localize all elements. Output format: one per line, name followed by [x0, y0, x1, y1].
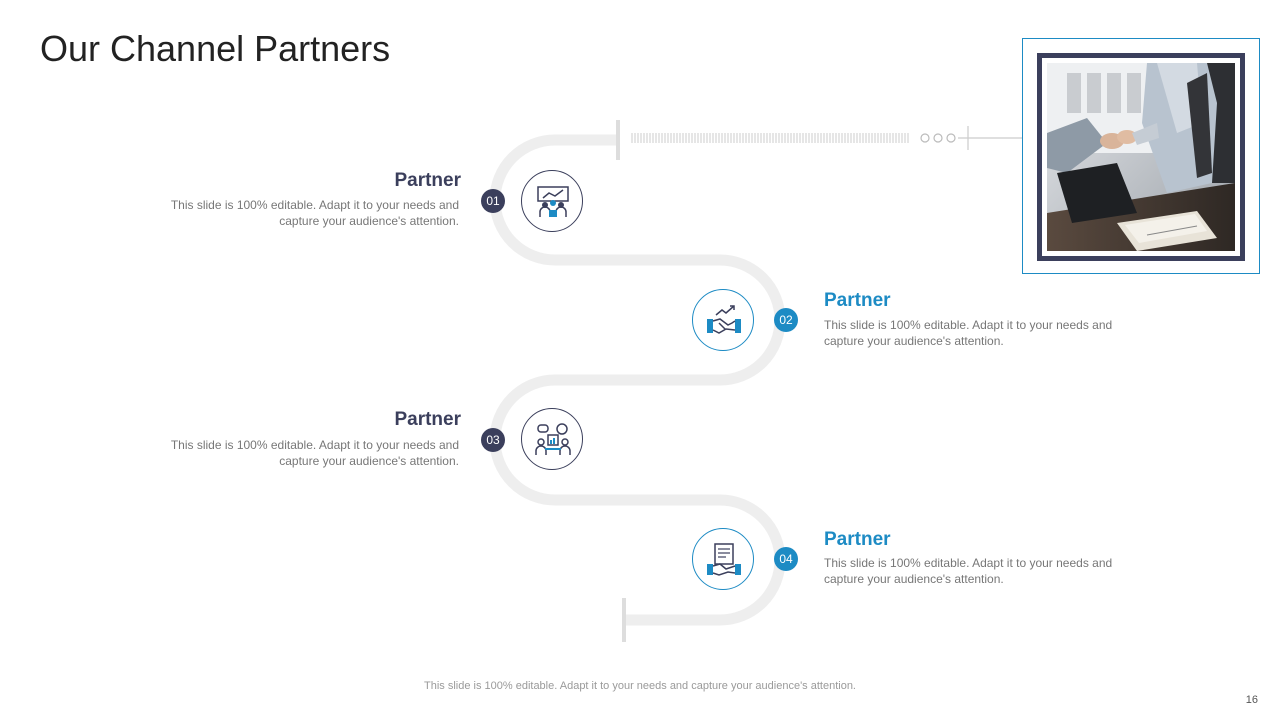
number-badge: 03	[481, 428, 505, 452]
handshake-growth-icon	[707, 305, 741, 334]
partner-title: Partner	[394, 409, 461, 430]
ruler-decoration	[631, 133, 909, 143]
partner-icon-circle	[521, 408, 583, 470]
photo-inner-frame	[1037, 53, 1245, 261]
business-discussion-icon	[535, 423, 571, 455]
team-meeting-icon	[537, 186, 569, 217]
page-title: Our Channel Partners	[40, 28, 391, 69]
page-number: 16	[1245, 694, 1258, 706]
number-badge: 01	[481, 189, 505, 213]
number-badge: 04	[774, 547, 798, 571]
dots-decoration	[920, 126, 1022, 150]
number-badge: 02	[774, 308, 798, 332]
partner-icon-circle	[692, 528, 754, 590]
partner-description: This slide is 100% editable. Adapt it to…	[824, 556, 1113, 586]
partner-icon-circle	[521, 170, 583, 232]
contract-handshake-icon	[707, 543, 741, 576]
footer-note: This slide is 100% editable. Adapt it to…	[424, 680, 856, 692]
photo-frame	[1022, 38, 1260, 274]
partner-title: Partner	[394, 170, 461, 191]
partner-title: Partner	[824, 290, 891, 311]
partner-description: This slide is 100% editable. Adapt it to…	[170, 438, 459, 468]
partner-description: This slide is 100% editable. Adapt it to…	[824, 318, 1113, 348]
partner-title: Partner	[824, 529, 891, 550]
business-handshake-photo	[1047, 63, 1235, 251]
partner-icon-circle	[692, 289, 754, 351]
partner-description: This slide is 100% editable. Adapt it to…	[170, 198, 459, 228]
